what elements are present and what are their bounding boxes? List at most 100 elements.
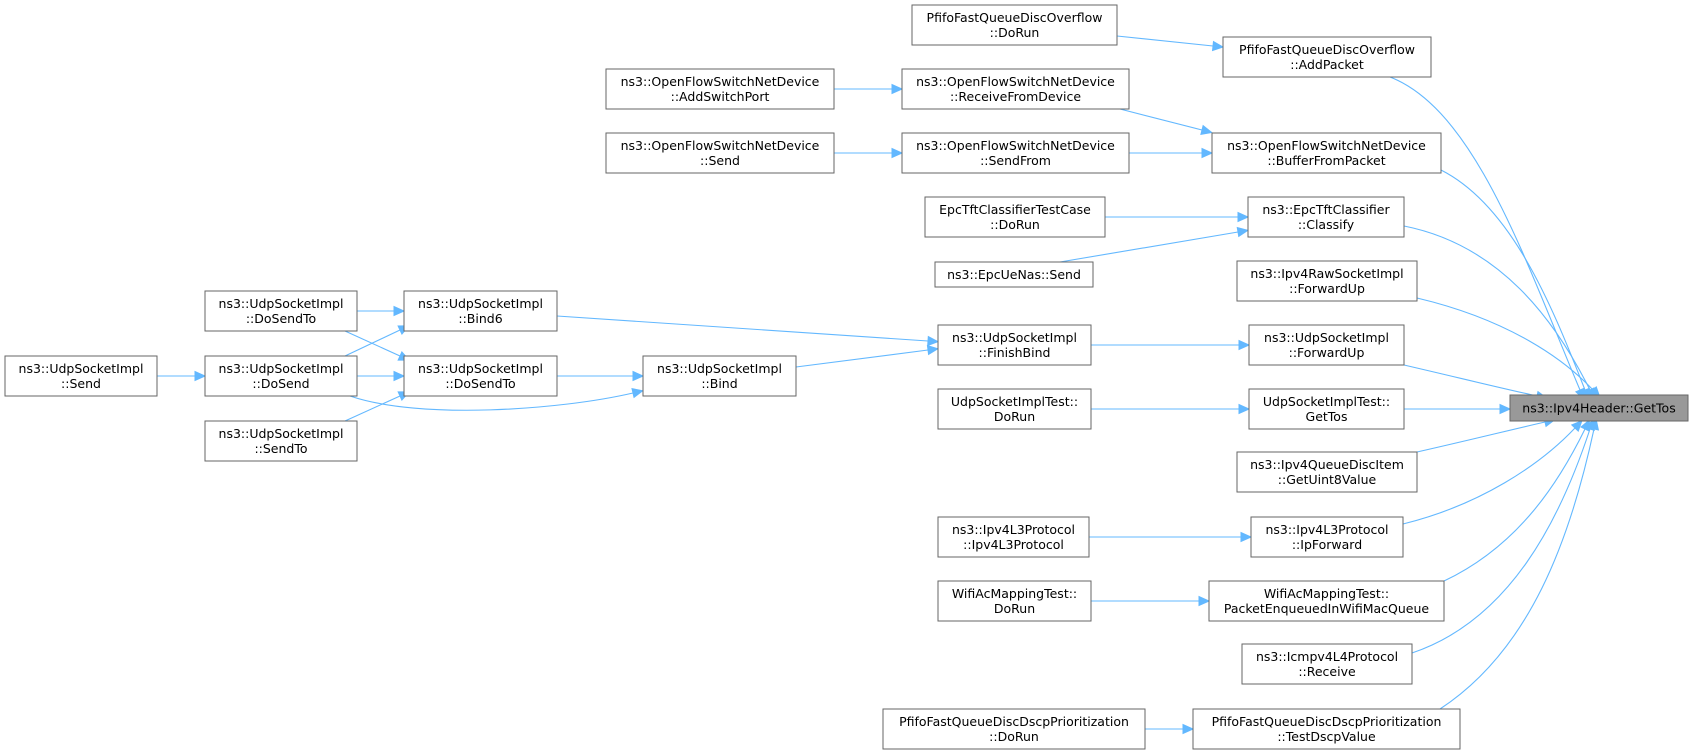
edge-raw_fwd-to-gettos bbox=[1416, 297, 1601, 399]
node-label-line: ::DoRun bbox=[989, 729, 1039, 744]
node-box bbox=[1248, 324, 1405, 366]
node-box bbox=[1222, 36, 1432, 78]
node-label-line: ns3::Ipv4L3Protocol bbox=[952, 522, 1075, 537]
node-label-line: ns3::EpcTftClassifier bbox=[1262, 202, 1390, 217]
node-label-line: PfifoFastQueueDiscOverflow bbox=[927, 10, 1103, 25]
edge-udp_bind-to-udp_finish bbox=[795, 344, 940, 368]
nodes-layer: ns3::Ipv4Header::GetTosPfifoFastQueueDis… bbox=[4, 4, 1689, 750]
node-udp-fwd[interactable]: ns3::UdpSocketImpl::ForwardUp bbox=[1248, 324, 1405, 366]
arrowhead bbox=[1198, 595, 1211, 607]
node-label-line: DoRun bbox=[994, 601, 1035, 616]
node-pf-ov-run[interactable]: PfifoFastQueueDiscOverflow::DoRun bbox=[911, 4, 1118, 46]
node-label-line: PfifoFastQueueDiscDscpPrioritization bbox=[899, 714, 1129, 729]
arrowhead bbox=[891, 83, 904, 95]
node-box bbox=[1236, 451, 1418, 493]
node-of-addport[interactable]: ns3::OpenFlowSwitchNetDevice::AddSwitchP… bbox=[605, 68, 835, 110]
node-box bbox=[605, 132, 835, 174]
node-epc-cls[interactable]: ns3::EpcTftClassifier::Classify bbox=[1247, 196, 1405, 238]
node-label-line: ::AddPacket bbox=[1290, 57, 1364, 72]
node-udp-send[interactable]: ns3::UdpSocketImpl::Send bbox=[4, 355, 158, 397]
node-label-line: ::Receive bbox=[1298, 664, 1356, 679]
arrowhead bbox=[1182, 723, 1195, 735]
node-label-line: ns3::Ipv4QueueDiscItem bbox=[1250, 457, 1404, 472]
node-box bbox=[901, 132, 1130, 174]
node-udp-finish[interactable]: ns3::UdpSocketImpl::FinishBind bbox=[937, 324, 1092, 366]
edge-epc_nas-to-epc_cls bbox=[1059, 226, 1250, 263]
arrowhead bbox=[194, 370, 207, 382]
node-box bbox=[901, 68, 1130, 110]
node-label-line: DoRun bbox=[994, 409, 1035, 424]
node-udptest-gettos[interactable]: UdpSocketImplTest::GetTos bbox=[1248, 388, 1405, 430]
node-label-line: ::SendTo bbox=[254, 441, 307, 456]
arrowhead bbox=[1201, 147, 1214, 159]
node-icmp-recv[interactable]: ns3::Icmpv4L4Protocol::Receive bbox=[1241, 643, 1413, 685]
node-epc-nas[interactable]: ns3::EpcUeNas::Send bbox=[934, 261, 1094, 288]
node-box bbox=[605, 68, 835, 110]
node-label-line: ::ReceiveFromDevice bbox=[950, 89, 1081, 104]
node-label-line: ns3::OpenFlowSwitchNetDevice bbox=[916, 138, 1115, 153]
node-label-line: ::AddSwitchPort bbox=[671, 89, 770, 104]
node-label-line: ns3::OpenFlowSwitchNetDevice bbox=[1227, 138, 1426, 153]
node-label-line: ns3::UdpSocketImpl bbox=[219, 426, 344, 441]
node-label-line: ::ForwardUp bbox=[1289, 281, 1365, 296]
node-box bbox=[1509, 394, 1689, 422]
node-box bbox=[204, 355, 358, 397]
node-box bbox=[204, 290, 358, 332]
edge-pf_ov_run-to-pf_add bbox=[1116, 35, 1225, 52]
node-box bbox=[924, 196, 1106, 238]
node-label-line: ::GetUint8Value bbox=[1278, 472, 1377, 487]
node-box bbox=[937, 324, 1092, 366]
node-label-line: ns3::Ipv4L3Protocol bbox=[1265, 522, 1388, 537]
node-of-send[interactable]: ns3::OpenFlowSwitchNetDevice::Send bbox=[605, 132, 835, 174]
node-udp-sendto[interactable]: ns3::UdpSocketImpl::SendTo bbox=[204, 420, 358, 462]
node-label-line: UdpSocketImplTest:: bbox=[1263, 394, 1390, 409]
node-wifi-enq[interactable]: WifiAcMappingTest::PacketEnqueuedInWifiM… bbox=[1208, 580, 1445, 622]
node-box bbox=[937, 388, 1092, 430]
edge-udp_bind6-to-udp_finish bbox=[556, 315, 940, 347]
node-label-line: UdpSocketImplTest:: bbox=[951, 394, 1078, 409]
node-of-recv[interactable]: ns3::OpenFlowSwitchNetDevice::ReceiveFro… bbox=[901, 68, 1130, 110]
node-label-line: ::Bind bbox=[701, 376, 737, 391]
node-box bbox=[1247, 196, 1405, 238]
edge-udp_dosend-to-udp_bind bbox=[349, 387, 644, 411]
node-udp-bind6[interactable]: ns3::UdpSocketImpl::Bind6 bbox=[403, 290, 558, 332]
node-udp-dosendto-l[interactable]: ns3::UdpSocketImpl::DoSendTo bbox=[204, 290, 358, 332]
node-of-buf[interactable]: ns3::OpenFlowSwitchNetDevice::BufferFrom… bbox=[1211, 132, 1442, 174]
node-wifi-run[interactable]: WifiAcMappingTest::DoRun bbox=[937, 580, 1092, 622]
arrowhead bbox=[631, 387, 644, 399]
node-qdi-get[interactable]: ns3::Ipv4QueueDiscItem::GetUint8Value bbox=[1236, 451, 1418, 493]
node-udp-dosend[interactable]: ns3::UdpSocketImpl::DoSend bbox=[204, 355, 358, 397]
node-label-line: ns3::UdpSocketImpl bbox=[219, 361, 344, 376]
node-epc-test[interactable]: EpcTftClassifierTestCase::DoRun bbox=[924, 196, 1106, 238]
edge-udp_dosendto_l-to-udp_bind6 bbox=[357, 305, 406, 317]
node-pf-dscp-test[interactable]: PfifoFastQueueDiscDscpPrioritization::Te… bbox=[1192, 708, 1461, 750]
node-raw-fwd[interactable]: ns3::Ipv4RawSocketImpl::ForwardUp bbox=[1236, 260, 1418, 302]
node-label-line: ns3::Icmpv4L4Protocol bbox=[1256, 649, 1398, 664]
node-pf-add[interactable]: PfifoFastQueueDiscOverflow::AddPacket bbox=[1222, 36, 1432, 78]
node-label-line: ::SendFrom bbox=[980, 153, 1051, 168]
node-label-line: PfifoFastQueueDiscDscpPrioritization bbox=[1212, 714, 1442, 729]
node-pf-dscp-run[interactable]: PfifoFastQueueDiscDscpPrioritization::Do… bbox=[882, 708, 1146, 750]
node-label-line: ::Ipv4L3Protocol bbox=[963, 537, 1064, 552]
arrowhead bbox=[1570, 419, 1583, 433]
node-udp-dosendto-r[interactable]: ns3::UdpSocketImpl::DoSendTo bbox=[403, 355, 558, 397]
node-label-line: ns3::UdpSocketImpl bbox=[418, 361, 543, 376]
node-box bbox=[882, 708, 1146, 750]
node-label-line: ::BufferFromPacket bbox=[1267, 153, 1385, 168]
node-box bbox=[204, 420, 358, 462]
node-label-line: ns3::EpcUeNas::Send bbox=[947, 267, 1081, 282]
node-l3-ctor[interactable]: ns3::Ipv4L3Protocol::Ipv4L3Protocol bbox=[937, 516, 1090, 558]
node-box bbox=[403, 355, 558, 397]
node-udp-bind[interactable]: ns3::UdpSocketImpl::Bind bbox=[642, 355, 797, 397]
node-of-sendfrom[interactable]: ns3::OpenFlowSwitchNetDevice::SendFrom bbox=[901, 132, 1130, 174]
arrowhead bbox=[927, 335, 940, 347]
node-l3-fwd[interactable]: ns3::Ipv4L3Protocol::IpForward bbox=[1250, 516, 1404, 558]
edge-qdi_get-to-gettos bbox=[1416, 416, 1556, 453]
node-udptest-run[interactable]: UdpSocketImplTest::DoRun bbox=[937, 388, 1092, 430]
arrowhead bbox=[393, 370, 406, 382]
node-label-line: ns3::Ipv4RawSocketImpl bbox=[1250, 266, 1403, 281]
node-label-line: ::DoSendTo bbox=[246, 311, 316, 326]
node-label-line: ns3::UdpSocketImpl bbox=[219, 296, 344, 311]
node-label-line: EpcTftClassifierTestCase bbox=[939, 202, 1091, 217]
